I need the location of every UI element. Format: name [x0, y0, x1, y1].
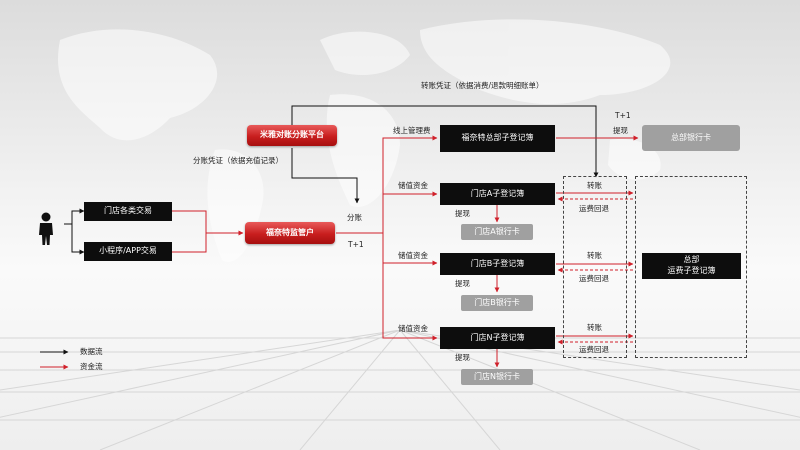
deposit-label-b: 储值资金	[398, 251, 428, 260]
store-b-ledger-node: 门店B子登记簿	[440, 253, 555, 275]
transfer-label-a: 转账	[587, 181, 602, 190]
transfer-zone-dashed	[563, 176, 627, 358]
user-icon	[39, 212, 53, 245]
world-map-background	[58, 19, 671, 262]
withdraw-label-b: 提现	[455, 279, 470, 288]
hq-bank-card-node: 总部银行卡	[642, 125, 740, 151]
fund-flow-split-trunk	[336, 135, 438, 234]
store-a-ledger-node: 门店A子登记簿	[440, 183, 555, 205]
supervision-account-node: 福奈特监管户	[245, 222, 335, 244]
data-flow-person-to-miniapp	[71, 224, 85, 255]
hq-freight-ledger-line2: 运费子登记簿	[667, 266, 716, 275]
reconciliation-platform-node: 米雅对账分账平台	[247, 125, 337, 146]
store-n-ledger-node: 门店N子登记簿	[440, 327, 555, 349]
deposit-label-a: 储值资金	[398, 181, 428, 190]
t-plus-1-mid-label: T+1	[348, 240, 364, 249]
transfer-label-b: 转账	[587, 251, 602, 260]
legend-data-flow-label: 数据流	[80, 347, 103, 356]
top-transfer-voucher-label: 转账凭证（依据消费/退款明细账单）	[421, 81, 544, 90]
hq-freight-zone-dashed	[635, 176, 747, 358]
split-label: 分账	[347, 213, 362, 222]
deposit-label-n: 储值资金	[398, 324, 428, 333]
return-label-a: 运费回退	[579, 204, 609, 213]
hq-sub-ledger-node: 福奈特总部子登记簿	[440, 125, 555, 152]
online-fee-label: 线上管理费	[393, 126, 431, 135]
hq-withdraw-label: 提现	[613, 126, 628, 135]
return-label-n: 运费回退	[579, 345, 609, 354]
perspective-floor-grid	[0, 330, 800, 450]
data-flow-platform-to-hq-ledger	[291, 105, 599, 178]
t-plus-1-top-label: T+1	[615, 111, 631, 120]
data-flow-person-to-store	[64, 208, 85, 225]
legend-fund-flow-label: 资金流	[80, 362, 103, 371]
fund-flow-miniapp-to-supervision	[172, 233, 207, 253]
withdraw-label-a: 提现	[455, 209, 470, 218]
return-label-b: 运费回退	[579, 274, 609, 283]
fund-flow-store-trans-to-supervision	[172, 210, 244, 236]
store-n-bank-card-node: 门店N银行卡	[461, 369, 533, 385]
hq-freight-ledger-line1: 总部	[683, 255, 700, 265]
store-a-bank-card-node: 门店A银行卡	[461, 224, 533, 240]
data-flow-platform-to-split	[291, 148, 360, 204]
fund-flow-to-store-n	[382, 263, 438, 341]
split-voucher-label: 分账凭证（依据充值记录）	[193, 156, 283, 165]
store-b-bank-card-node: 门店B银行卡	[461, 295, 533, 311]
transfer-label-n: 转账	[587, 323, 602, 332]
store-transactions-node: 门店各类交易	[84, 202, 172, 221]
withdraw-label-n: 提现	[455, 353, 470, 362]
miniapp-transactions-node: 小程序/APP交易	[84, 242, 172, 261]
hq-freight-ledger-node: 总部 运费子登记簿	[642, 253, 741, 279]
